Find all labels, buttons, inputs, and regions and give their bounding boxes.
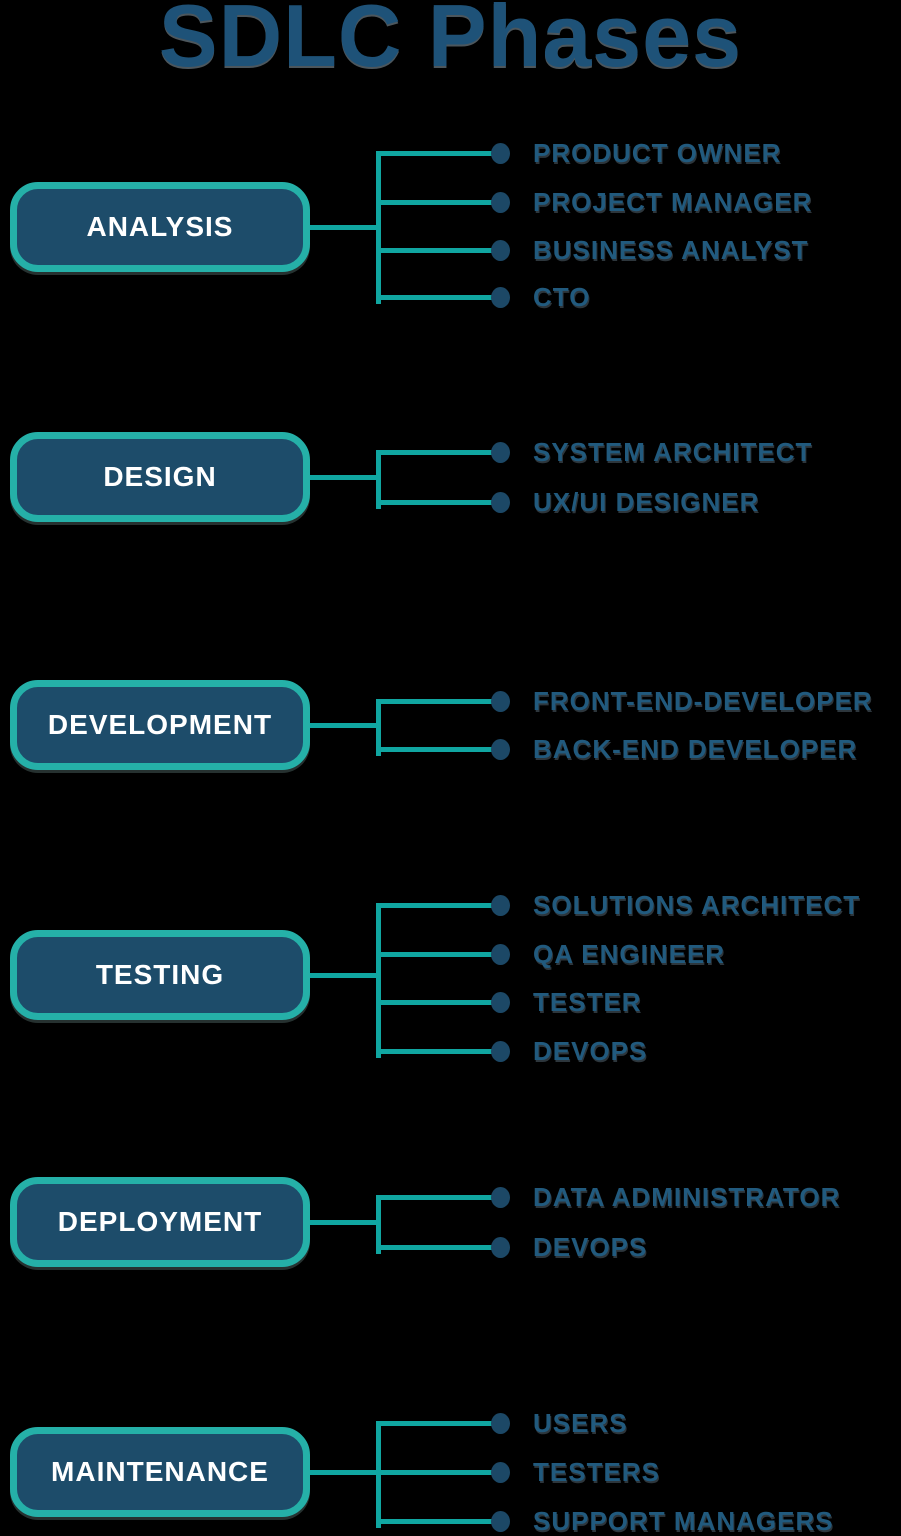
trunk-line-testing bbox=[376, 903, 381, 1058]
phase-box-deployment: DEPLOYMENT bbox=[10, 1177, 310, 1267]
connector-line-testing bbox=[310, 973, 381, 978]
role-bullet bbox=[491, 1187, 510, 1208]
role-label: PROJECT MANAGER bbox=[533, 187, 813, 217]
phase-label-testing: TESTING bbox=[95, 959, 225, 990]
role-label: DEVOPS bbox=[533, 1232, 648, 1262]
connector-line-deployment bbox=[310, 1220, 381, 1225]
role-label: SYSTEM ARCHITECT bbox=[533, 437, 813, 467]
branch-line bbox=[376, 1421, 502, 1426]
branch-line bbox=[376, 248, 502, 253]
phase-box-design: DESIGN bbox=[10, 432, 310, 522]
role-label: CTO bbox=[533, 282, 591, 312]
branch-line bbox=[376, 200, 502, 205]
role-label: TESTER bbox=[533, 987, 642, 1017]
branch-line bbox=[376, 295, 502, 300]
role-label: PRODUCT OWNER bbox=[533, 138, 782, 168]
role-label: BUSINESS ANALYST bbox=[533, 235, 809, 265]
phase-label-maintenance: MAINTENANCE bbox=[51, 1456, 269, 1487]
role-bullet bbox=[491, 691, 510, 712]
branch-line bbox=[376, 952, 502, 957]
role-bullet bbox=[491, 240, 510, 261]
page-title: SDLC Phases bbox=[158, 0, 743, 85]
branch-line bbox=[376, 500, 502, 505]
role-bullet bbox=[491, 442, 510, 463]
role-bullet bbox=[491, 1041, 510, 1062]
role-label: QA ENGINEER bbox=[533, 939, 726, 969]
role-label: BACK-END DEVELOPER bbox=[533, 734, 858, 764]
role-bullet bbox=[491, 1511, 510, 1532]
role-bullet bbox=[491, 1413, 510, 1434]
branch-line bbox=[376, 1049, 502, 1054]
phase-label-analysis: ANALYSIS bbox=[86, 211, 234, 242]
branch-line bbox=[376, 151, 502, 156]
role-label: DEVOPS bbox=[533, 1036, 648, 1066]
role-bullet bbox=[491, 739, 510, 760]
phase-box-testing: TESTING bbox=[10, 930, 310, 1020]
role-label: SUPPORT MANAGERS bbox=[533, 1506, 834, 1536]
role-bullet bbox=[491, 287, 510, 308]
role-label: DATA ADMINISTRATOR bbox=[533, 1182, 841, 1212]
branch-line bbox=[376, 1470, 502, 1475]
phase-box-analysis: ANALYSIS bbox=[10, 182, 310, 272]
branch-line bbox=[376, 699, 502, 704]
branch-line bbox=[376, 1195, 502, 1200]
role-bullet bbox=[491, 992, 510, 1013]
branch-line bbox=[376, 747, 502, 752]
branch-line bbox=[376, 1519, 502, 1524]
branch-line bbox=[376, 450, 502, 455]
phase-label-design: DESIGN bbox=[103, 461, 217, 492]
trunk-line-analysis bbox=[376, 151, 381, 304]
role-bullet bbox=[491, 944, 510, 965]
trunk-line-design bbox=[376, 450, 381, 509]
connector-line-development bbox=[310, 723, 381, 728]
trunk-line-development bbox=[376, 699, 381, 756]
connector-line-design bbox=[310, 475, 381, 480]
phase-label-development: DEVELOPMENT bbox=[47, 709, 273, 740]
role-label: UX/UI DESIGNER bbox=[533, 487, 760, 517]
role-label: SOLUTIONS ARCHITECT bbox=[533, 890, 861, 920]
role-bullet bbox=[491, 1237, 510, 1258]
role-label: FRONT-END-DEVELOPER bbox=[533, 686, 873, 716]
phase-label-deployment: DEPLOYMENT bbox=[57, 1206, 263, 1237]
branch-line bbox=[376, 1245, 502, 1250]
connector-line-maintenance bbox=[310, 1470, 381, 1475]
connector-line-analysis bbox=[310, 225, 381, 230]
role-bullet bbox=[491, 192, 510, 213]
role-label: TESTERS bbox=[533, 1457, 660, 1487]
role-bullet bbox=[491, 143, 510, 164]
role-bullet bbox=[491, 1462, 510, 1483]
phase-box-development: DEVELOPMENT bbox=[10, 680, 310, 770]
branch-line bbox=[376, 903, 502, 908]
phase-box-maintenance: MAINTENANCE bbox=[10, 1427, 310, 1517]
role-bullet bbox=[491, 895, 510, 916]
trunk-line-deployment bbox=[376, 1195, 381, 1254]
role-bullet bbox=[491, 492, 510, 513]
role-label: USERS bbox=[533, 1408, 628, 1438]
branch-line bbox=[376, 1000, 502, 1005]
